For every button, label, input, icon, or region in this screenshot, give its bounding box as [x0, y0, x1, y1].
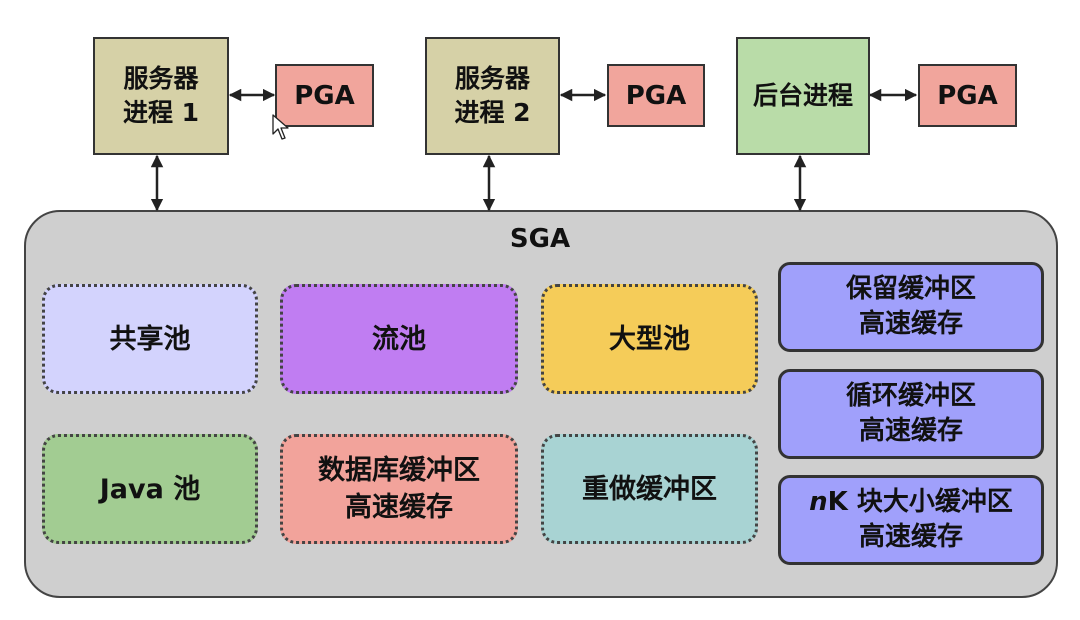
- keep-buffer-cache: 保留缓冲区 高速缓存: [778, 262, 1044, 352]
- background-process-label: 后台进程: [752, 81, 853, 110]
- pga-2: PGA: [607, 64, 705, 127]
- server-process-1: 服务器 进程 1: [93, 37, 229, 155]
- server-process-1-label: 服务器 进程 1: [122, 64, 200, 127]
- pga-1: PGA: [275, 64, 374, 127]
- server-process-2: 服务器 进程 2: [425, 37, 560, 155]
- db-buffer-cache: 数据库缓冲区 高速缓存: [280, 434, 518, 544]
- large-pool-label: 大型池: [609, 323, 690, 355]
- pga-3: PGA: [918, 64, 1017, 127]
- db-buffer-cache-label: 数据库缓冲区 高速缓存: [318, 455, 480, 523]
- shared-pool-label: 共享池: [109, 323, 191, 355]
- stream-pool-label: 流池: [372, 323, 426, 355]
- pga-1-label: PGA: [294, 80, 355, 111]
- redo-log-buffer: 重做缓冲区: [541, 434, 758, 544]
- nk-buffer-cache-line1: nK 块大小缓冲区: [809, 485, 1013, 520]
- nk-buffer-cache-label: nK 块大小缓冲区 高速缓存: [809, 485, 1013, 555]
- large-pool: 大型池: [541, 284, 758, 394]
- stream-pool: 流池: [280, 284, 518, 394]
- nk-buffer-cache-line2: 高速缓存: [858, 522, 963, 552]
- redo-log-buffer-label: 重做缓冲区: [582, 473, 717, 505]
- shared-pool: 共享池: [42, 284, 258, 394]
- server-process-2-label: 服务器 进程 2: [454, 64, 531, 127]
- pga-2-label: PGA: [625, 80, 687, 111]
- mouse-cursor-icon: [272, 114, 289, 140]
- recycle-buffer-cache: 循环缓冲区 高速缓存: [778, 369, 1044, 459]
- sga-title: SGA: [509, 224, 571, 254]
- nk-buffer-cache-n: n: [809, 487, 828, 517]
- java-pool-label: Java 池: [99, 473, 201, 505]
- nk-buffer-cache-rest: K 块大小缓冲区: [827, 487, 1013, 517]
- java-pool: Java 池: [42, 434, 258, 544]
- recycle-buffer-cache-label: 循环缓冲区 高速缓存: [845, 381, 976, 446]
- pga-3-label: PGA: [937, 80, 998, 111]
- background-process: 后台进程: [736, 37, 870, 155]
- nk-buffer-cache: nK 块大小缓冲区 高速缓存: [778, 475, 1044, 565]
- keep-buffer-cache-label: 保留缓冲区 高速缓存: [845, 274, 976, 339]
